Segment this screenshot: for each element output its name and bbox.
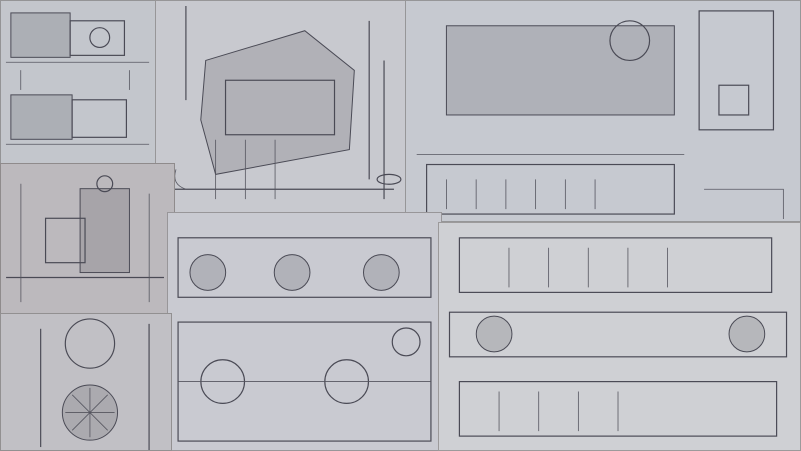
drawing-panel-locomotive-arrangement	[438, 222, 801, 451]
drawing-panel-piping-schematic	[155, 0, 410, 215]
bogie-frame-drawing	[177, 237, 432, 442]
locomotive-arrangement-drawing	[448, 237, 788, 437]
drawing-panel-bogie-frame	[167, 212, 442, 451]
drawing-panel-fan-radiator	[0, 313, 172, 451]
engine-generator-drawing	[5, 12, 150, 145]
auxiliary-machine-drawing	[6, 175, 164, 303]
engine-elevation-drawing	[416, 10, 784, 220]
fan-radiator-drawing	[40, 318, 150, 450]
drawing-panel-auxiliary-machine	[0, 163, 175, 315]
drawing-panel-engine-generator	[0, 0, 160, 168]
piping-schematic-drawing	[166, 5, 402, 200]
drawing-panel-engine-elevation	[405, 0, 801, 222]
